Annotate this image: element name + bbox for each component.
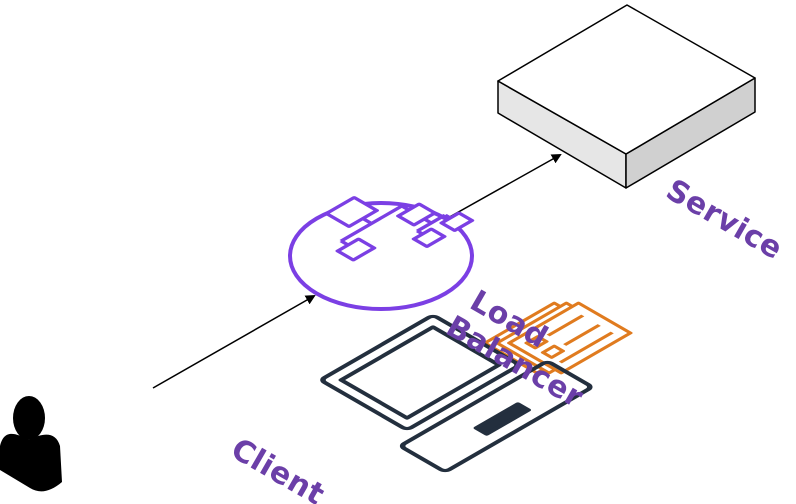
load-balancer-node[interactable]	[288, 175, 475, 311]
service-box-top-face	[497, 4, 756, 155]
client-label-text: Client	[225, 432, 331, 504]
load-balancer-icon	[324, 196, 475, 262]
load-balancer-ring	[288, 201, 474, 311]
client-label: Client	[225, 432, 331, 504]
client-node[interactable]	[0, 305, 593, 492]
service-node[interactable]	[482, 4, 756, 380]
service-label-text: Service	[660, 173, 789, 267]
connector-client-to-load-balancer[interactable]	[152, 295, 316, 389]
user-icon	[0, 396, 62, 492]
service-label: Service	[660, 173, 789, 267]
service-stack-icon	[482, 301, 633, 375]
laptop-icon	[320, 314, 593, 473]
